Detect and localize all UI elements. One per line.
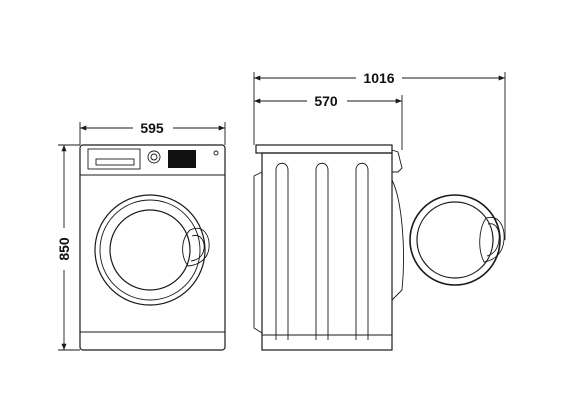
detergent-drawer [87, 148, 141, 170]
height-label: 850 [56, 237, 72, 261]
open-door-outer [409, 194, 501, 286]
front-cabinet [79, 144, 226, 351]
open-door [409, 194, 505, 286]
open-depth-dimension: 1016 [253, 69, 506, 240]
program-knob-center [150, 153, 158, 161]
side-rib-right [355, 162, 369, 340]
power-button [213, 150, 219, 156]
depth-label: 570 [314, 93, 338, 109]
open-door-glass [416, 201, 494, 279]
door-glass [109, 209, 191, 291]
open-door-handle-inner [486, 223, 500, 257]
side-rib-left [275, 162, 289, 340]
height-dimension: 850 [54, 144, 80, 351]
open-door-handle [479, 216, 505, 263]
side-cabinet [261, 152, 393, 351]
side-view [253, 144, 404, 351]
door-handle-inner [190, 234, 205, 262]
door-handle [182, 228, 210, 267]
door-ring [99, 199, 201, 301]
program-knob [147, 150, 161, 164]
open-depth-label: 1016 [363, 70, 394, 86]
front-edge-panel [391, 149, 403, 173]
side-rib-middle [315, 162, 329, 340]
door-outer-ring [94, 194, 206, 306]
rear-panel [253, 171, 263, 334]
depth-dimension: 570 [253, 92, 403, 150]
width-label: 595 [140, 120, 164, 136]
display-panel [168, 150, 196, 168]
width-dimension: 595 [79, 119, 226, 145]
top-plate [255, 144, 393, 154]
front-view [79, 144, 226, 351]
door-profile [391, 179, 404, 301]
detergent-drawer-handle [95, 158, 135, 166]
